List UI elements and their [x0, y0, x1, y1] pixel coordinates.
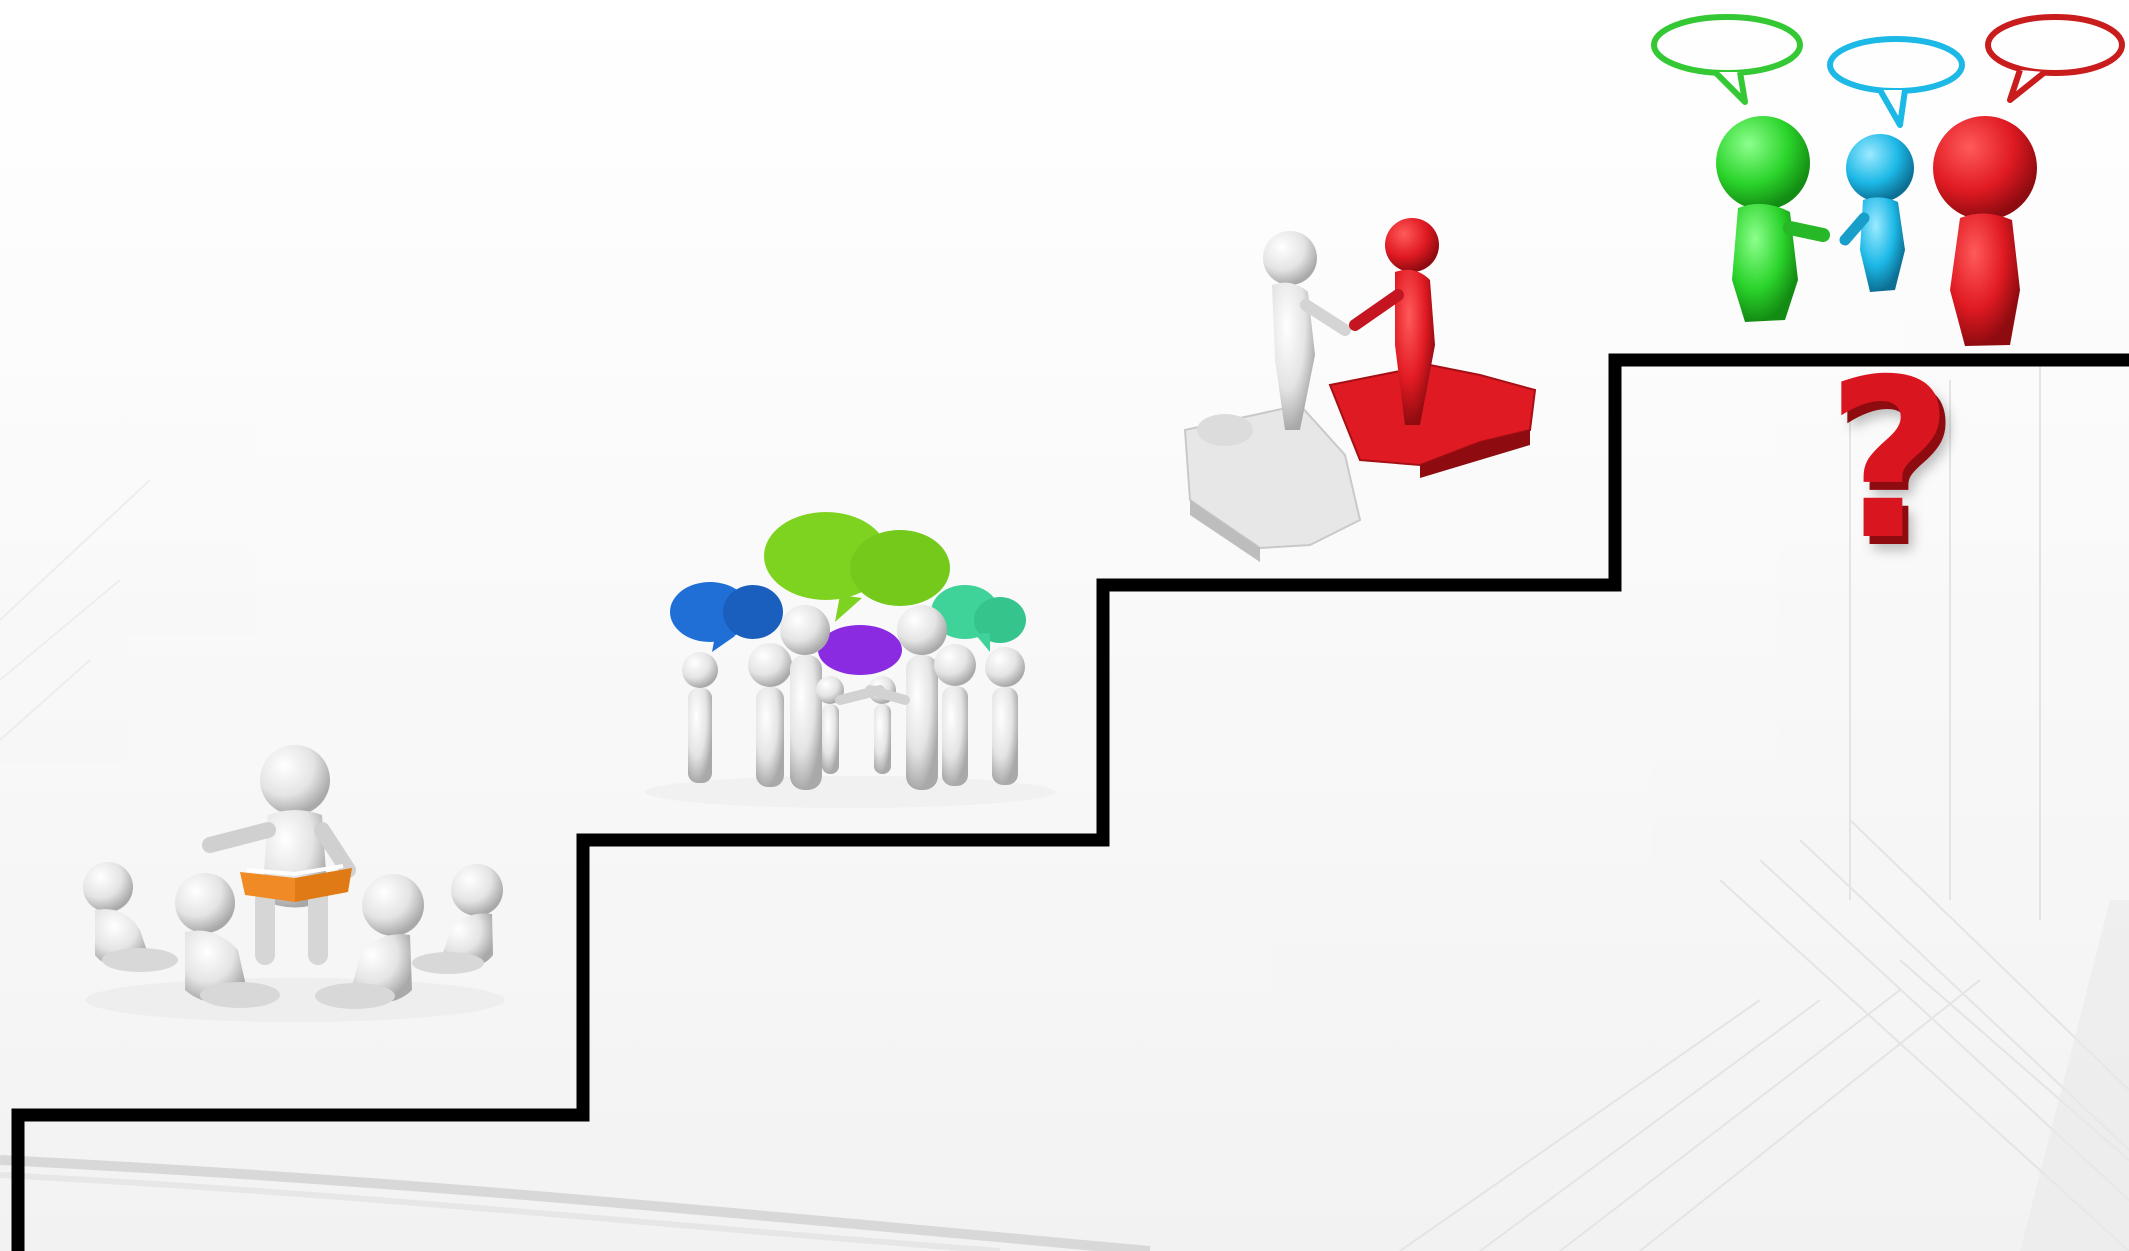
question-mark-icon: ?: [1815, 355, 1965, 565]
